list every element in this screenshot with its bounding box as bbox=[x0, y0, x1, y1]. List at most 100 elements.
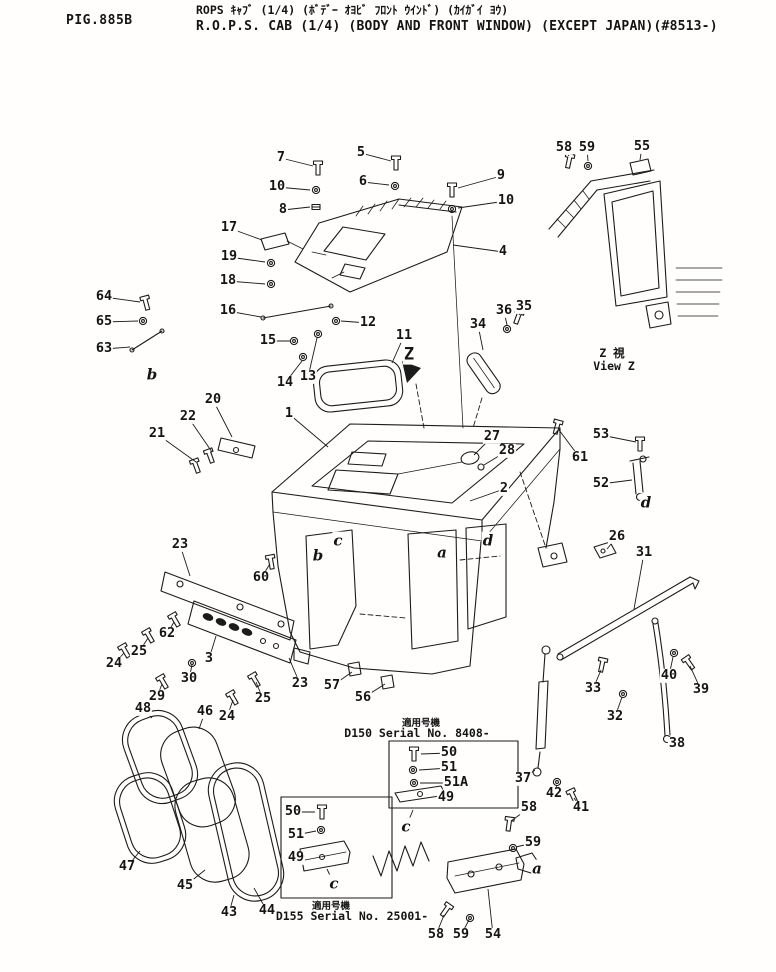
part-label-28: 28 bbox=[497, 441, 517, 458]
leader-line bbox=[457, 175, 502, 189]
part-label-22: 22 bbox=[178, 407, 198, 424]
leader-line bbox=[288, 413, 329, 448]
part-label-51: 51 bbox=[439, 758, 459, 775]
part-label-6: 6 bbox=[357, 172, 369, 189]
link-rod-and-washers bbox=[260, 303, 341, 362]
part-label-20: 20 bbox=[203, 390, 223, 407]
part-label-65: 65 bbox=[94, 312, 114, 329]
part-label-5: 5 bbox=[355, 143, 367, 160]
part-label-50: 50 bbox=[439, 743, 459, 760]
part-label-58: 58 bbox=[519, 798, 539, 815]
part-label-10: 10 bbox=[496, 191, 516, 208]
roof-hardware bbox=[311, 155, 464, 429]
view-z-caption-en: View Z bbox=[593, 359, 635, 373]
part-label-1: 1 bbox=[283, 404, 295, 421]
ref-letter-a: a bbox=[436, 543, 448, 562]
part-label-17: 17 bbox=[219, 218, 239, 235]
ref-letter-b: b bbox=[145, 365, 159, 384]
inset-d155 bbox=[280, 796, 393, 899]
ref-letter-c: c bbox=[332, 531, 344, 550]
ref-letter-a: a bbox=[531, 859, 543, 878]
part-label-47: 47 bbox=[117, 857, 137, 874]
part-label-36: 36 bbox=[494, 301, 514, 318]
window-glass-set bbox=[113, 709, 285, 902]
leader-line bbox=[633, 552, 645, 610]
part-label-60: 60 bbox=[251, 568, 271, 585]
part-label-52: 52 bbox=[591, 474, 611, 491]
part-label-49: 49 bbox=[286, 848, 306, 865]
part-label-11: 11 bbox=[394, 326, 414, 343]
page-title-japanese: ROPS ｷｬﾌﾞ (1/4) (ﾎﾞﾃﾞｰ ｵﾖﾋﾞ ﾌﾛﾝﾄ ｳｲﾝﾄﾞ) … bbox=[196, 3, 509, 17]
leader-line bbox=[487, 888, 494, 936]
view-direction-z: Z bbox=[402, 344, 416, 365]
part-label-48: 48 bbox=[133, 699, 153, 716]
part-label-61: 61 bbox=[570, 448, 590, 465]
part-label-15: 15 bbox=[258, 331, 278, 348]
part-label-23: 23 bbox=[170, 535, 190, 552]
part-label-56: 56 bbox=[353, 688, 373, 705]
part-label-30: 30 bbox=[179, 669, 199, 686]
part-label-54: 54 bbox=[483, 925, 503, 942]
part-label-50: 50 bbox=[283, 802, 303, 819]
part-label-51: 51 bbox=[286, 825, 306, 842]
d150-serial-label: D150 Serial No. 8408- bbox=[344, 726, 490, 740]
part-label-24: 24 bbox=[104, 654, 124, 671]
part-label-29: 29 bbox=[147, 687, 167, 704]
part-label-64: 64 bbox=[94, 287, 114, 304]
part-label-53: 53 bbox=[591, 425, 611, 442]
hinge-bracket bbox=[260, 232, 304, 289]
part-label-58: 58 bbox=[426, 925, 446, 942]
d155-serial-label: D155 Serial No. 25001- bbox=[275, 909, 429, 923]
part-label-41: 41 bbox=[571, 798, 591, 815]
part-label-23: 23 bbox=[290, 674, 310, 691]
part-label-27: 27 bbox=[482, 427, 502, 444]
part-label-46: 46 bbox=[195, 702, 215, 719]
part-label-25: 25 bbox=[253, 689, 273, 706]
leader-line bbox=[469, 488, 505, 502]
part-label-59: 59 bbox=[523, 833, 543, 850]
part-label-31: 31 bbox=[634, 543, 654, 560]
view-z-caption-jp: Z 視 bbox=[599, 346, 625, 360]
part-label-40: 40 bbox=[659, 666, 679, 683]
leader-line bbox=[280, 157, 314, 167]
part-label-4: 4 bbox=[497, 242, 509, 259]
part-label-9: 9 bbox=[495, 166, 507, 183]
view-z-detail bbox=[548, 152, 723, 329]
ref-letter-d: d bbox=[639, 493, 653, 512]
part-label-45: 45 bbox=[175, 876, 195, 893]
ref-letter-c: c bbox=[328, 874, 340, 893]
hatch-seal bbox=[312, 359, 404, 413]
part-label-12: 12 bbox=[358, 313, 378, 330]
part-label-2: 2 bbox=[498, 479, 510, 496]
part-label-33: 33 bbox=[583, 679, 603, 696]
part-label-26: 26 bbox=[607, 527, 627, 544]
part-label-34: 34 bbox=[468, 315, 488, 332]
part-label-59: 59 bbox=[451, 925, 471, 942]
part-label-3: 3 bbox=[203, 649, 215, 666]
part-label-7: 7 bbox=[275, 148, 287, 165]
part-label-58: 58 bbox=[554, 138, 574, 155]
part-label-43: 43 bbox=[219, 903, 239, 920]
part-label-49: 49 bbox=[436, 788, 456, 805]
front-bracket bbox=[188, 437, 256, 475]
part-label-24: 24 bbox=[217, 707, 237, 724]
d150-applicable-label: 適用号機 bbox=[401, 718, 441, 729]
part-label-37: 37 bbox=[513, 769, 533, 786]
part-label-25: 25 bbox=[129, 642, 149, 659]
part-label-10: 10 bbox=[267, 177, 287, 194]
part-label-16: 16 bbox=[218, 301, 238, 318]
part-label-32: 32 bbox=[605, 707, 625, 724]
part-label-14: 14 bbox=[275, 373, 295, 390]
view-direction-arrow bbox=[402, 361, 425, 429]
mounting-plates bbox=[117, 571, 297, 707]
ref-letter-b: b bbox=[311, 546, 325, 565]
ref-letter-c: c bbox=[400, 817, 412, 836]
part-label-51a: 51A bbox=[442, 773, 470, 790]
part-label-35: 35 bbox=[514, 297, 534, 314]
d155-applicable-label: 適用号機 bbox=[311, 901, 351, 912]
part-label-42: 42 bbox=[544, 784, 564, 801]
left-hardware bbox=[129, 294, 165, 353]
